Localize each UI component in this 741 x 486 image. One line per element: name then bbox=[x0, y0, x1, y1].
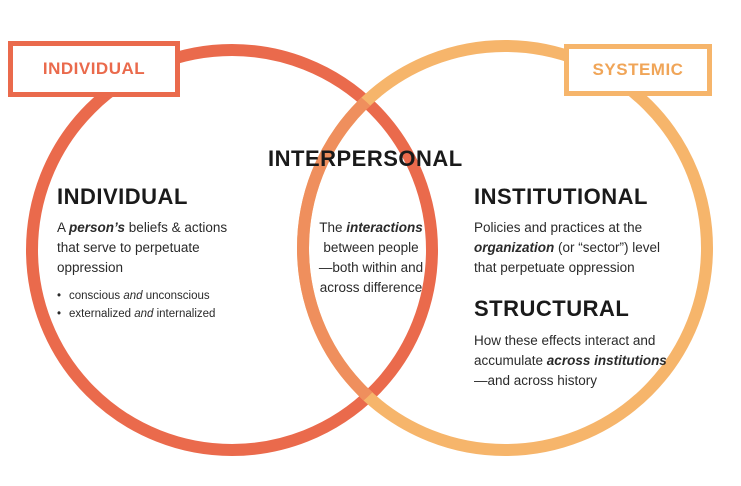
individual-tag: INDIVIDUAL bbox=[8, 41, 180, 97]
structural-heading: STRUCTURAL bbox=[474, 296, 630, 321]
interpersonal-description: The interactions between people —both wi… bbox=[318, 220, 424, 295]
individual-bullets: conscious and unconscious externalized a… bbox=[57, 287, 215, 323]
individual-heading: INDIVIDUAL bbox=[57, 184, 188, 209]
structural-description: How these effects interact and accumulat… bbox=[474, 333, 667, 388]
overlap-arc bbox=[297, 50, 432, 450]
bullet-externalized: externalized and internalized bbox=[57, 305, 215, 323]
individual-ring bbox=[26, 44, 438, 456]
institutional-description: Policies and practices at the organizati… bbox=[474, 220, 661, 275]
bullet-conscious: conscious and unconscious bbox=[57, 287, 215, 305]
institutional-heading: INSTITUTIONAL bbox=[474, 184, 648, 209]
interpersonal-heading: INTERPERSONAL bbox=[268, 146, 463, 171]
systemic-tag: SYSTEMIC bbox=[564, 44, 712, 96]
individual-description: A person’s beliefs & actions that serve … bbox=[57, 220, 228, 275]
